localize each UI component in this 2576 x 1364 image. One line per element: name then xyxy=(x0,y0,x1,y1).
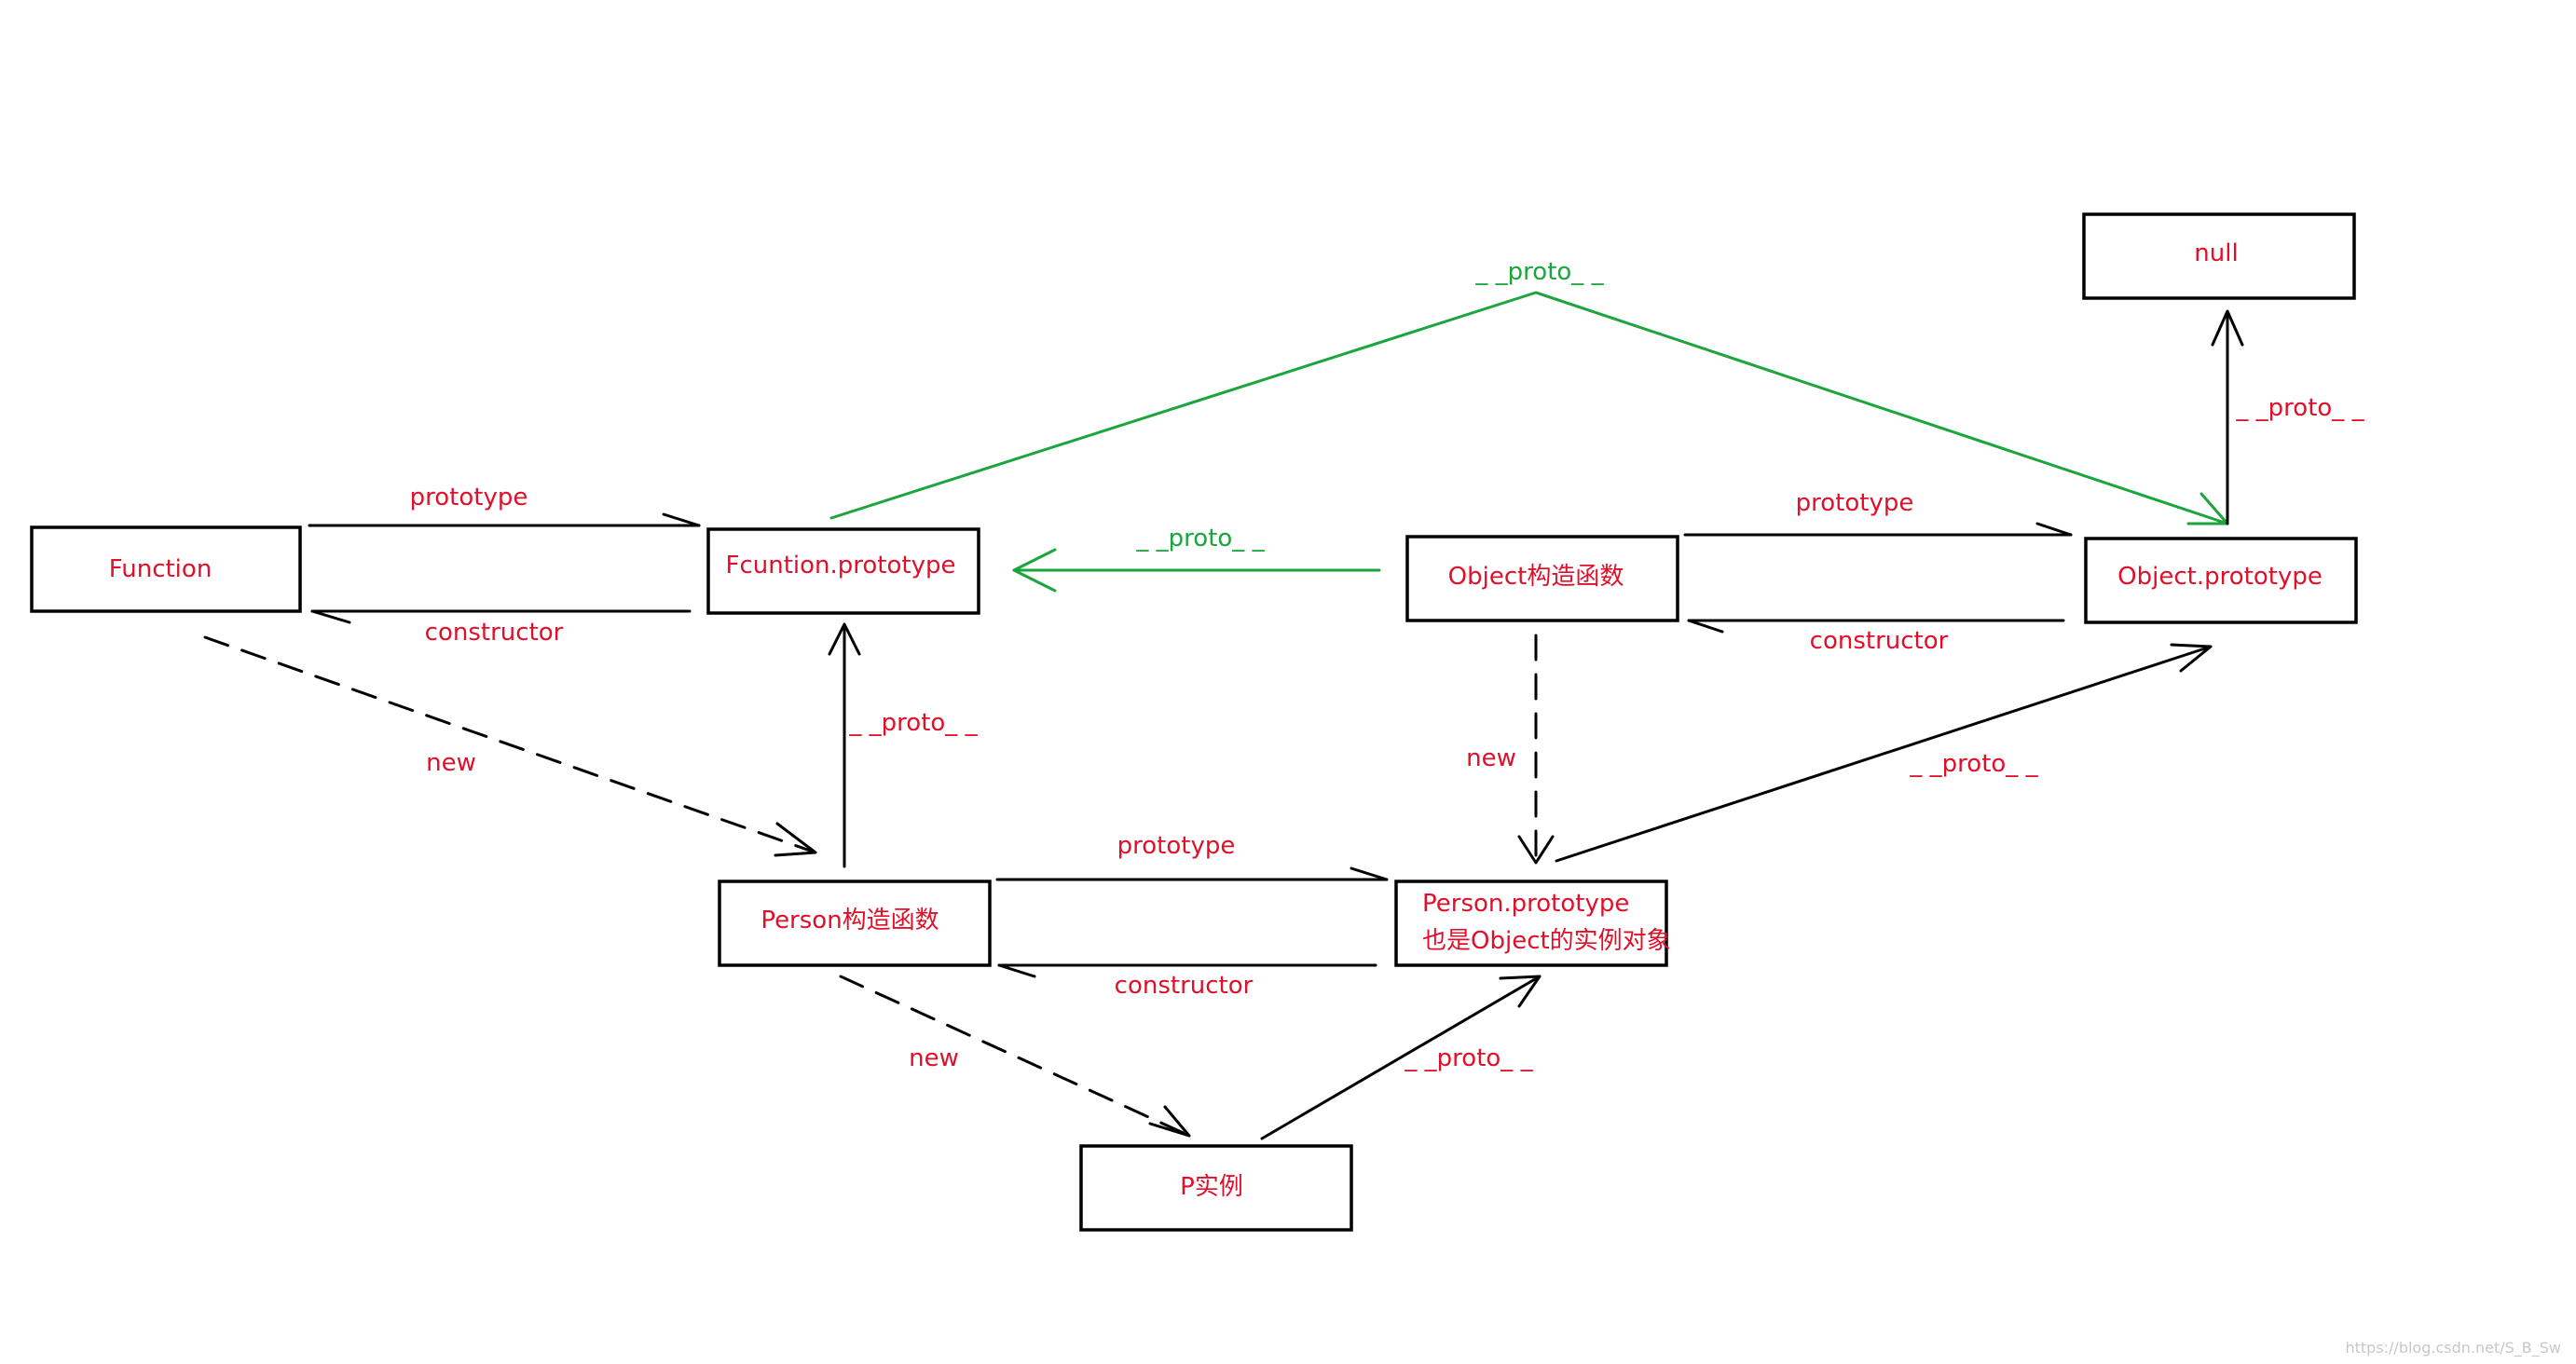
node-null-label: null xyxy=(2194,239,2238,267)
label-person-prototype: prototype xyxy=(1117,832,1236,860)
label-function-prototype: prototype xyxy=(410,484,528,512)
edge-objproto-to-null-proto xyxy=(2211,309,2244,525)
node-null: null xyxy=(2082,212,2356,300)
node-function: Function xyxy=(30,525,302,613)
node-function-prototype-label: Fcuntion.prototype xyxy=(726,552,956,580)
node-object-constructor: Object构造函数 xyxy=(1405,535,1679,622)
label-object-constructor: constructor xyxy=(1810,627,1949,655)
watermark-text: https://blog.csdn.net/S_B_Sw xyxy=(2345,1339,2561,1357)
edge-function-new xyxy=(203,635,817,857)
edge-object-to-funcproto-proto xyxy=(1012,548,1381,593)
node-object-constructor-label: Object构造函数 xyxy=(1448,563,1624,591)
edge-function-constructor xyxy=(310,609,692,624)
node-person-constructor-label: Person构造函数 xyxy=(760,907,939,934)
edge-personproto-to-objproto-proto xyxy=(1555,643,2213,863)
edge-person-prototype xyxy=(995,866,1389,881)
label-objproto-to-null-proto: _ _proto_ _ xyxy=(2235,394,2364,422)
label-personproto-to-objproto-proto: _ _proto_ _ xyxy=(1909,750,2038,778)
node-function-prototype: Fcuntion.prototype xyxy=(706,527,980,615)
edge-person-new xyxy=(839,975,1191,1138)
label-function-new: new xyxy=(426,749,476,777)
label-object-prototype: prototype xyxy=(1796,489,1914,517)
node-person-prototype: Person.prototype 也是Object的实例对象 xyxy=(1394,880,1671,967)
edge-object-constructor xyxy=(1687,619,2065,634)
label-person-to-funcproto-proto: _ _proto_ _ xyxy=(848,709,978,737)
node-object-prototype: Object.prototype xyxy=(2084,537,2358,624)
label-function-constructor: constructor xyxy=(425,619,564,647)
edge-function-prototype xyxy=(308,512,701,527)
node-person-prototype-label-line2: 也是Object的实例对象 xyxy=(1422,927,1671,955)
label-funcproto-proto-top: _ _proto_ _ xyxy=(1474,258,1604,286)
label-person-new: new xyxy=(909,1044,959,1072)
label-object-to-funcproto-proto: _ _proto_ _ xyxy=(1135,525,1265,552)
edge-funcproto-to-objproto-proto xyxy=(829,291,2229,525)
edge-person-constructor xyxy=(997,963,1377,978)
node-object-prototype-label: Object.prototype xyxy=(2117,563,2323,591)
node-function-label: Function xyxy=(109,555,212,583)
edge-pinstance-proto xyxy=(1260,975,1541,1140)
label-person-constructor: constructor xyxy=(1115,972,1254,1000)
edge-person-to-funcproto-proto xyxy=(828,622,861,868)
label-object-new: new xyxy=(1466,744,1516,772)
node-person-constructor: Person构造函数 xyxy=(718,880,992,967)
node-p-instance-label: P实例 xyxy=(1180,1173,1243,1201)
edge-object-prototype xyxy=(1683,522,2073,537)
node-person-prototype-label-line1: Person.prototype xyxy=(1422,890,1629,918)
node-p-instance: P实例 xyxy=(1079,1144,1353,1232)
label-pinstance-proto: _ _proto_ _ xyxy=(1404,1044,1533,1072)
edge-object-new xyxy=(1517,634,1555,865)
